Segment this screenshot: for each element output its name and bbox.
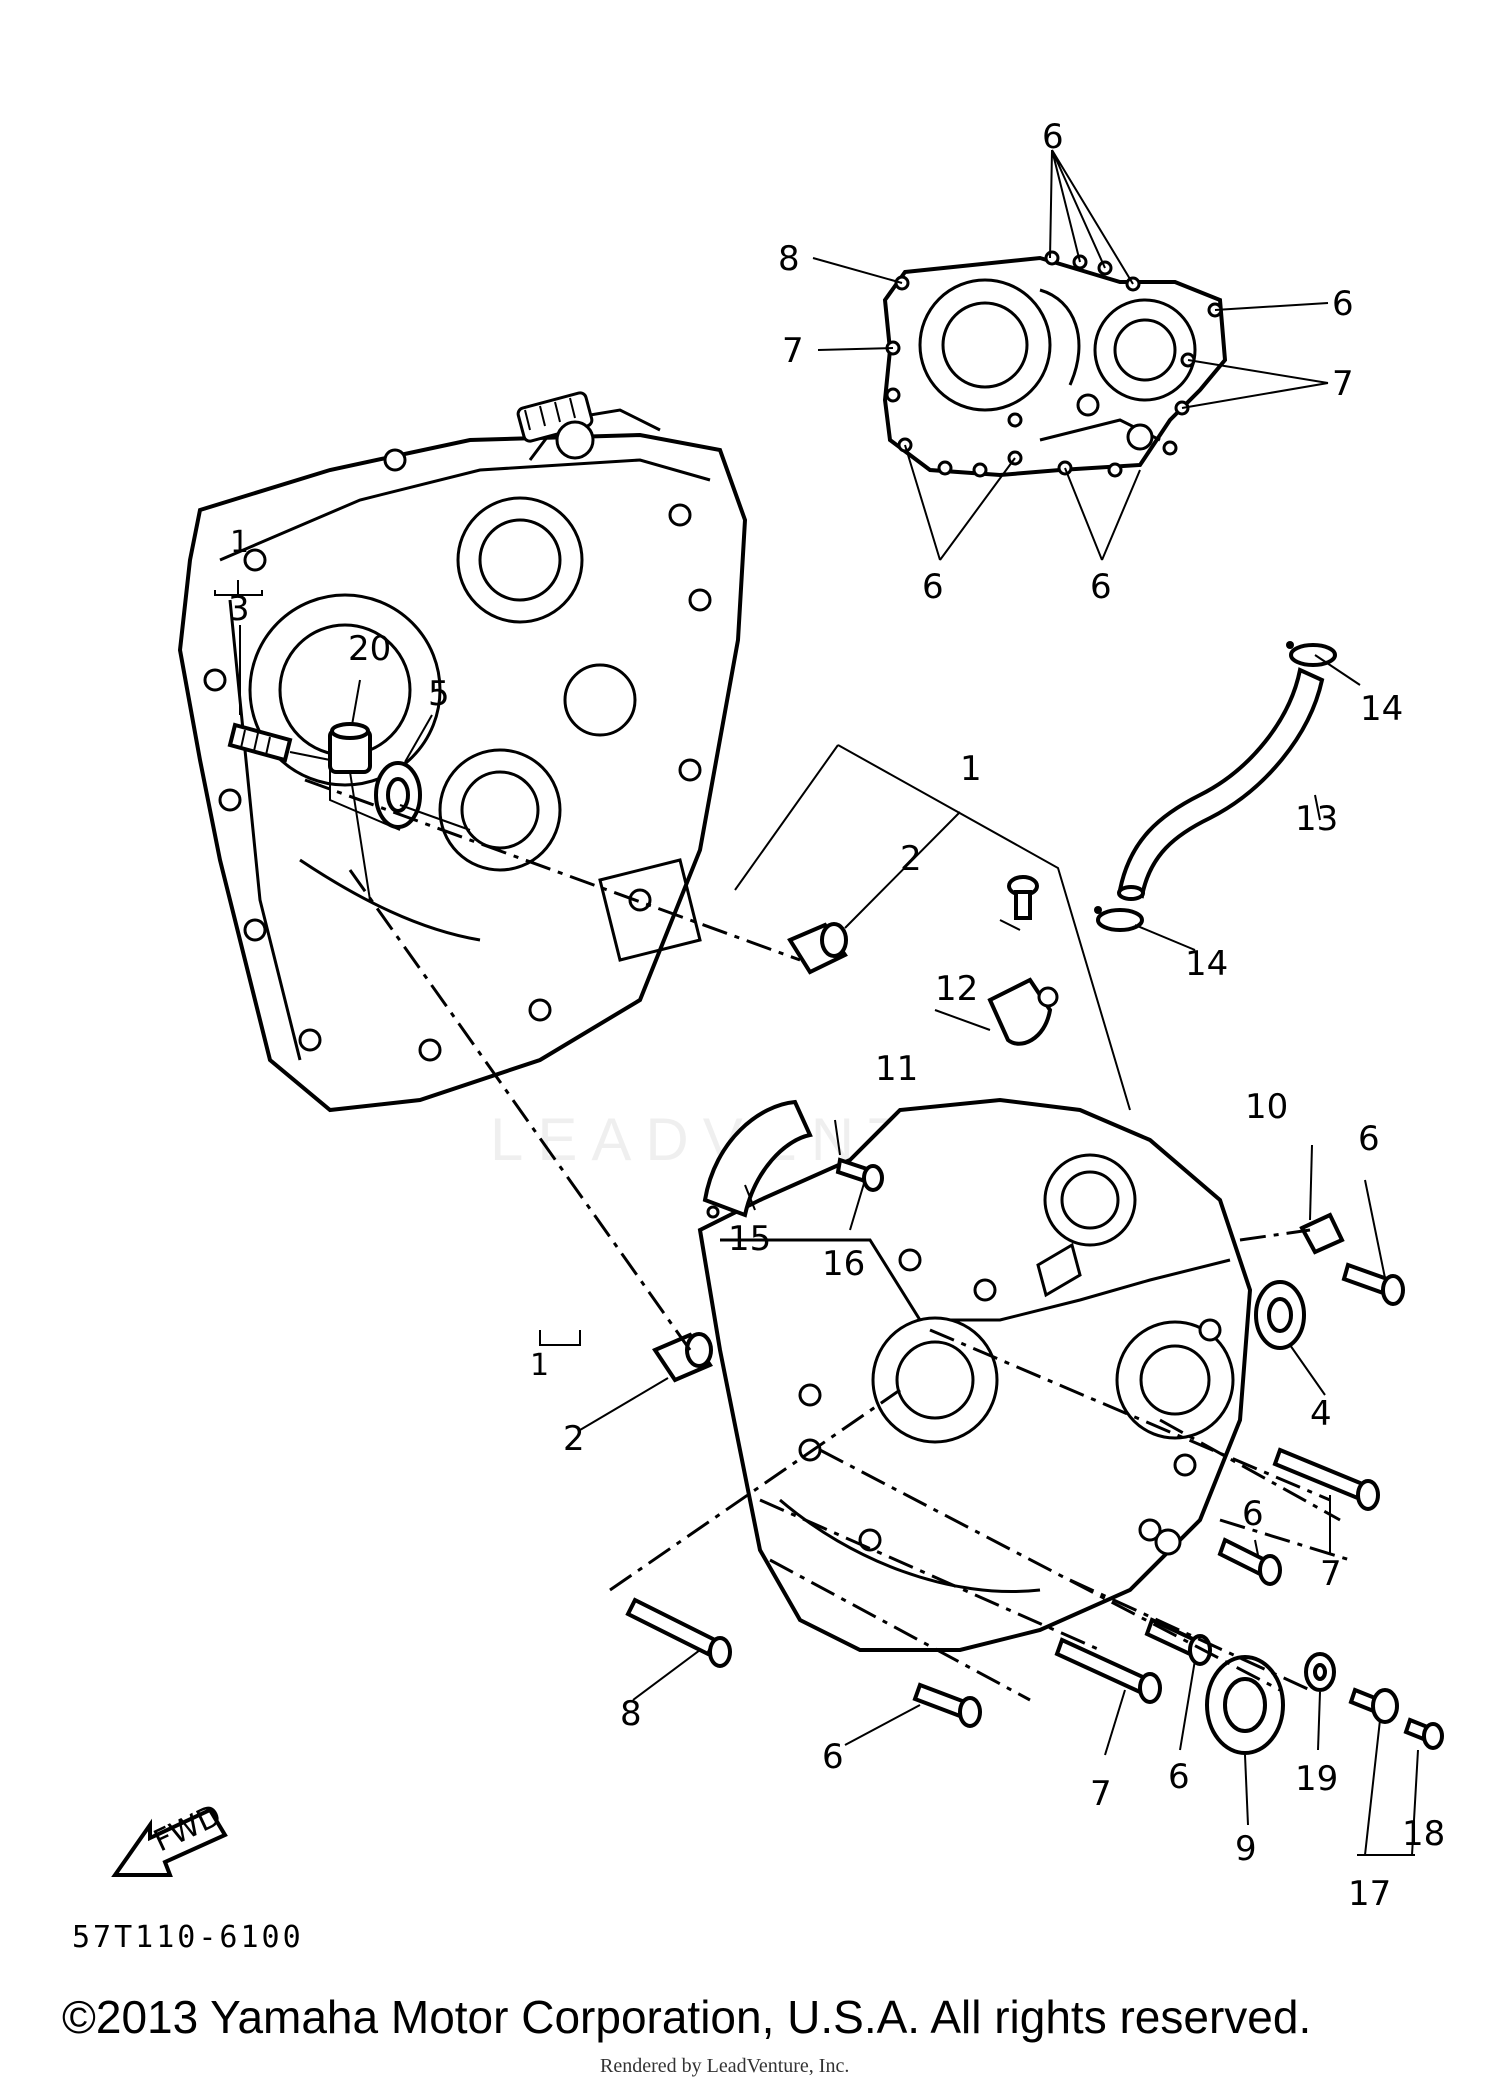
callout-17: 17 bbox=[1348, 1874, 1391, 1914]
callout-18: 18 bbox=[1402, 1814, 1445, 1854]
right-crankcase-half bbox=[697, 1097, 1253, 1652]
leader-lines bbox=[214, 580, 1419, 1856]
part-9-oil-seal bbox=[1205, 1655, 1285, 1755]
callout-10: 10 bbox=[1245, 1087, 1288, 1127]
callout-1: 1 bbox=[960, 749, 982, 789]
callout-9: 9 bbox=[1235, 1829, 1257, 1869]
callout-1: 1 bbox=[230, 525, 249, 560]
callout-7: 7 bbox=[782, 331, 804, 371]
callout-8: 8 bbox=[620, 1694, 642, 1734]
left-crankcase-half bbox=[177, 391, 748, 1113]
part-7-bolt-right bbox=[1272, 1447, 1380, 1511]
callout-6: 6 bbox=[1042, 117, 1064, 157]
callout-8: 8 bbox=[778, 239, 800, 279]
callout-5: 5 bbox=[428, 674, 450, 714]
part-19-washer bbox=[1304, 1652, 1336, 1692]
callout-7: 7 bbox=[1320, 1554, 1342, 1594]
callout-3: 3 bbox=[228, 589, 250, 629]
part-6-bolt-right-mid bbox=[1217, 1537, 1282, 1586]
callout-6: 6 bbox=[1090, 567, 1112, 607]
render-credit: Rendered by LeadVenture, Inc. bbox=[600, 2055, 850, 2077]
part-6-bolt-upper-right bbox=[1341, 1262, 1405, 1306]
callout-7: 7 bbox=[1332, 364, 1354, 404]
part-8-bolt bbox=[625, 1597, 732, 1668]
part-15-plate bbox=[702, 1099, 813, 1219]
callout-15: 15 bbox=[728, 1219, 771, 1259]
copyright-notice: ©2013 Yamaha Motor Corporation, U.S.A. A… bbox=[62, 1991, 1312, 2043]
part-16-screw bbox=[835, 1157, 884, 1192]
part-4-oil-seal bbox=[1254, 1280, 1306, 1350]
callout-6: 6 bbox=[922, 567, 944, 607]
crankcase-bolt-pattern-inset bbox=[812, 149, 1329, 561]
callout-6: 6 bbox=[1242, 1494, 1264, 1534]
part-2-dowel-pin-upper bbox=[787, 922, 848, 975]
part-6-bolt-bottom-left bbox=[912, 1682, 982, 1728]
part-14-hose-clip-upper bbox=[1286, 641, 1337, 667]
callout-6: 6 bbox=[1168, 1757, 1190, 1797]
forward-direction-arrow: FWD bbox=[111, 1798, 228, 1877]
callout-1: 1 bbox=[530, 1348, 549, 1383]
callout-numbers: 6 8 7 6 7 6 6 1 3 20 5 1 2 14 13 14 12 1… bbox=[228, 117, 1445, 1914]
part-10-clip bbox=[1299, 1212, 1345, 1255]
part-5-oil-seal bbox=[374, 761, 471, 831]
part-2-dowel-pin-lower bbox=[652, 1332, 713, 1383]
callout-6: 6 bbox=[822, 1737, 844, 1777]
callout-13: 13 bbox=[1295, 799, 1338, 839]
callout-6: 6 bbox=[1332, 284, 1354, 324]
callout-16: 16 bbox=[822, 1244, 865, 1284]
part-12-screw bbox=[1007, 875, 1039, 920]
part-11-clamp bbox=[987, 977, 1059, 1046]
callout-19: 19 bbox=[1295, 1759, 1338, 1799]
callout-4: 4 bbox=[1310, 1394, 1332, 1434]
part-14-hose-clip-lower bbox=[1094, 906, 1144, 932]
part-7-bolt-bottom bbox=[1054, 1637, 1162, 1704]
callout-6: 6 bbox=[1358, 1119, 1380, 1159]
callout-2: 2 bbox=[900, 839, 922, 879]
part-diagram-code: 57T110-6100 bbox=[72, 1920, 304, 1955]
callout-14: 14 bbox=[1185, 944, 1228, 984]
callout-7: 7 bbox=[1090, 1774, 1112, 1814]
part-20-plug bbox=[328, 722, 372, 901]
callout-11: 11 bbox=[875, 1049, 918, 1089]
part-17-bolt-assembly bbox=[1348, 1687, 1399, 1724]
callout-2: 2 bbox=[563, 1419, 585, 1459]
callout-12: 12 bbox=[935, 969, 978, 1009]
callout-14: 14 bbox=[1360, 689, 1403, 729]
part-18-screw bbox=[1403, 1717, 1444, 1750]
part-13-hose bbox=[1117, 667, 1325, 901]
part-3-stud bbox=[227, 722, 401, 831]
callout-20: 20 bbox=[348, 629, 391, 669]
